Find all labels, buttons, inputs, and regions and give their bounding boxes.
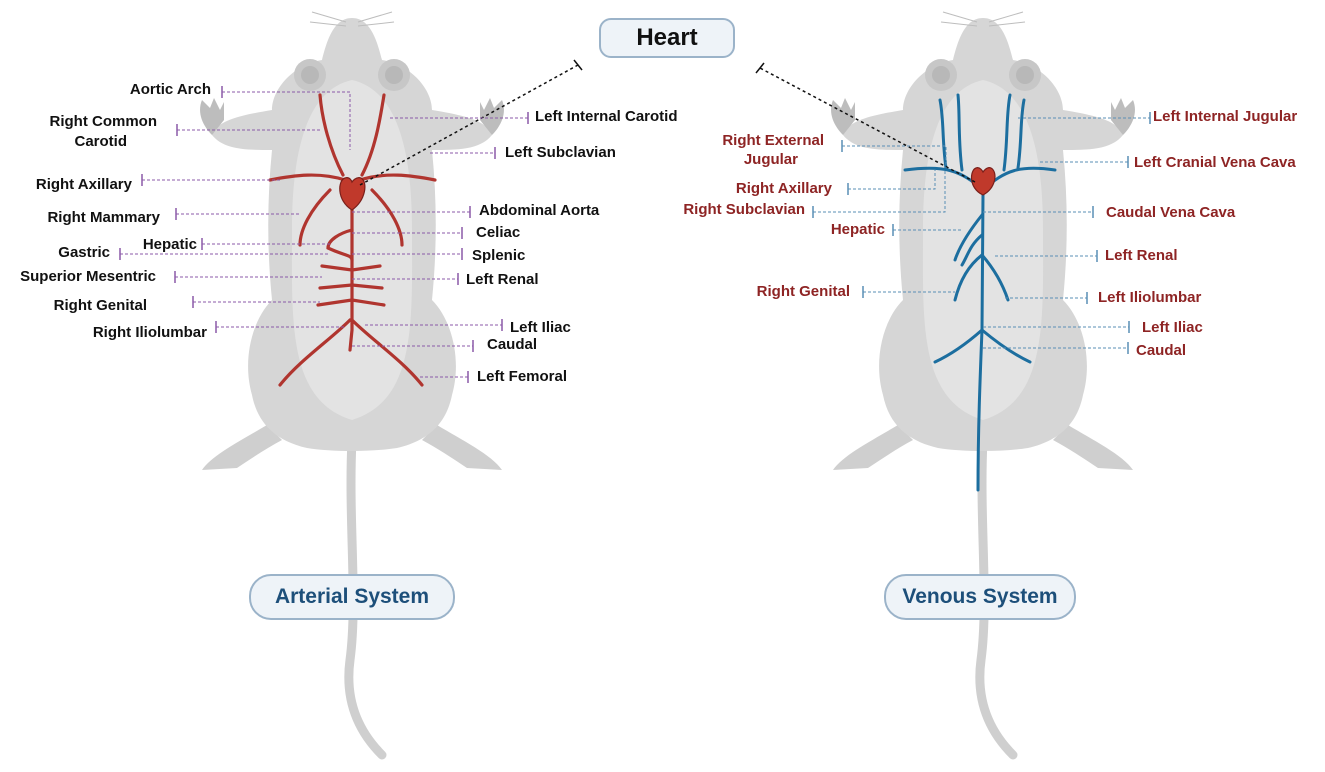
label-left-femoral: Left Femoral bbox=[477, 368, 567, 385]
label-right-genital: Right Genital bbox=[54, 297, 147, 314]
label-right-axillary-vein: Right Axillary bbox=[736, 180, 833, 197]
label-left-renal: Left Renal bbox=[466, 271, 539, 288]
venous-leader-ticks bbox=[812, 112, 1151, 354]
label-right-external-jugular-line2: Jugular bbox=[744, 151, 798, 168]
venous-heart-icon bbox=[971, 167, 996, 196]
label-right-genital-vein: Right Genital bbox=[757, 283, 850, 300]
heart-connector-venous bbox=[759, 67, 976, 183]
label-left-iliolumbar: Left Iliolumbar bbox=[1098, 289, 1202, 306]
label-left-iliac: Left Iliac bbox=[510, 319, 571, 336]
label-left-cranial-vena-cava: Left Cranial Vena Cava bbox=[1134, 154, 1296, 171]
arterial-system-title: Arterial System bbox=[249, 574, 455, 620]
label-left-renal-vein: Left Renal bbox=[1105, 247, 1178, 264]
label-hepatic-vein: Hepatic bbox=[831, 221, 885, 238]
label-left-internal-jugular: Left Internal Jugular bbox=[1153, 108, 1297, 125]
label-right-external-jugular-line1: Right External bbox=[722, 132, 824, 149]
venous-mouse-illustration bbox=[831, 12, 1135, 755]
arterial-heart-icon bbox=[339, 177, 366, 211]
venous-leader-lines bbox=[813, 117, 1150, 349]
label-left-subclavian: Left Subclavian bbox=[505, 144, 616, 161]
arterial-vessels bbox=[268, 93, 437, 387]
label-caudal: Caudal bbox=[487, 336, 537, 353]
heart-connector-tick-venous bbox=[755, 62, 765, 74]
label-aortic-arch: Aortic Arch bbox=[130, 81, 211, 98]
label-left-internal-carotid: Left Internal Carotid bbox=[535, 108, 678, 125]
arterial-mouse-illustration bbox=[200, 12, 504, 755]
label-splenic: Splenic bbox=[472, 247, 525, 264]
label-caudal-vein: Caudal bbox=[1136, 342, 1186, 359]
label-abdominal-aorta: Abdominal Aorta bbox=[479, 202, 600, 219]
label-right-common-carotid-line1: Right Common bbox=[50, 113, 157, 130]
venous-vessels bbox=[903, 93, 1057, 492]
label-superior-mesentric: Superior Mesentric bbox=[20, 268, 156, 285]
arterial-leader-lines bbox=[120, 91, 528, 378]
label-right-subclavian: Right Subclavian bbox=[683, 201, 805, 218]
label-celiac: Celiac bbox=[476, 224, 520, 241]
label-gastric: Gastric bbox=[58, 244, 110, 261]
label-right-mammary: Right Mammary bbox=[47, 209, 160, 226]
label-hepatic: Hepatic bbox=[143, 236, 197, 253]
label-caudal-vena-cava: Caudal Vena Cava bbox=[1106, 204, 1236, 221]
label-right-axillary: Right Axillary bbox=[36, 176, 133, 193]
label-right-common-carotid-line2: Carotid bbox=[75, 133, 128, 150]
arterial-leader-ticks bbox=[119, 86, 529, 383]
label-right-iliolumbar: Right Iliolumbar bbox=[93, 324, 207, 341]
heart-connector-tick-arterial bbox=[573, 59, 583, 71]
label-left-iliac-vein: Left Iliac bbox=[1142, 319, 1203, 336]
heart-title: Heart bbox=[599, 18, 735, 58]
venous-system-title: Venous System bbox=[884, 574, 1076, 620]
